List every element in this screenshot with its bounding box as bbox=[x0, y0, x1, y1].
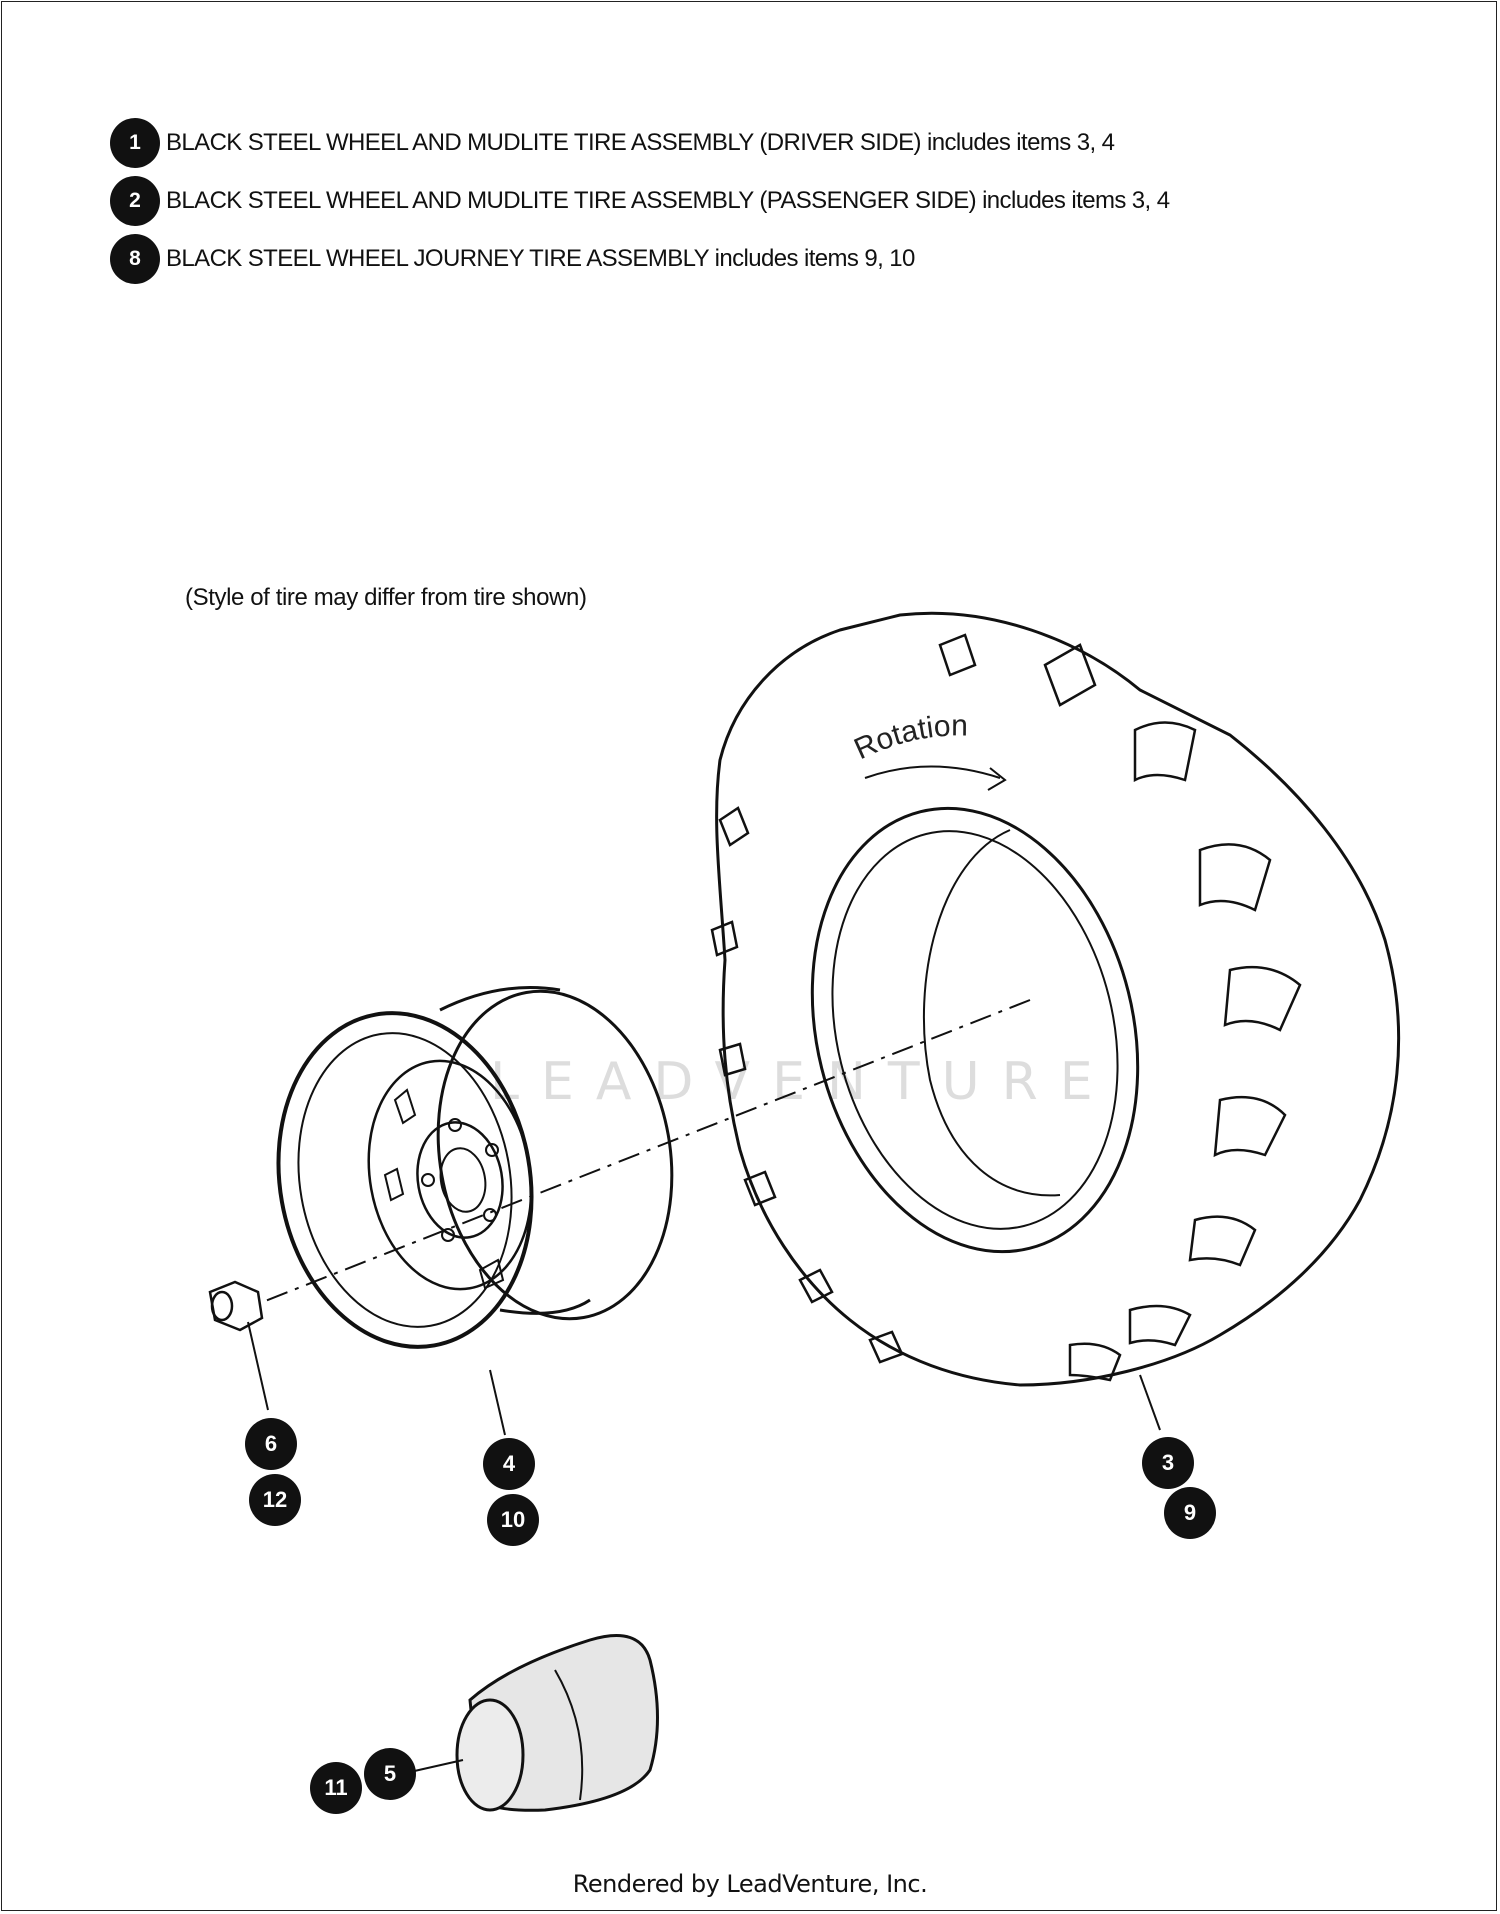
lug-hole bbox=[483, 1208, 497, 1222]
rotation-label: Rotation bbox=[849, 709, 968, 766]
rotation-arrow bbox=[864, 765, 1001, 779]
tire-outer-profile bbox=[715, 611, 1401, 1387]
tread-lug bbox=[1213, 1095, 1287, 1158]
callout-4: 4 bbox=[483, 1438, 535, 1490]
lug-nut-drawing bbox=[208, 1280, 264, 1332]
legend-number-badge: 8 bbox=[110, 234, 160, 284]
tire-bead-outer bbox=[810, 806, 1140, 1254]
legend-item: 2 BLACK STEEL WHEEL AND MUDLITE TIRE ASS… bbox=[110, 172, 1170, 230]
tread-lug bbox=[718, 806, 750, 847]
tread-lug bbox=[1223, 965, 1302, 1032]
callout-5: 5 bbox=[364, 1748, 416, 1800]
tread-lug bbox=[1068, 1342, 1122, 1382]
lug-hole bbox=[441, 1228, 455, 1242]
tread-lug bbox=[1188, 1215, 1257, 1267]
leader-lines bbox=[247, 1321, 1161, 1773]
callout-3: 3 bbox=[1142, 1437, 1194, 1489]
wheel-vent bbox=[393, 1088, 417, 1125]
tread-lug bbox=[798, 1268, 834, 1304]
wheel-vent bbox=[478, 1258, 505, 1290]
wheel-drawing bbox=[276, 986, 674, 1349]
tread-lug bbox=[1043, 643, 1097, 707]
wheel-barrel bbox=[439, 986, 591, 1315]
wheel-disc bbox=[367, 1059, 533, 1291]
wheel-back-rim bbox=[436, 989, 674, 1321]
lug-hole bbox=[421, 1173, 435, 1187]
tread-lug bbox=[938, 633, 977, 677]
lug-nut-body bbox=[208, 1280, 264, 1332]
center-cap-face bbox=[455, 1698, 525, 1812]
legend-number-badge: 1 bbox=[110, 118, 160, 168]
callout-10: 10 bbox=[487, 1494, 539, 1546]
tread-lug bbox=[710, 920, 739, 957]
tire-style-note: (Style of tire may differ from tire show… bbox=[185, 584, 587, 611]
wheel-vent bbox=[383, 1167, 405, 1202]
callout-11: 11 bbox=[310, 1762, 362, 1814]
legend-item: 1 BLACK STEEL WHEEL AND MUDLITE TIRE ASS… bbox=[110, 114, 1169, 172]
tire-inner-wall bbox=[922, 829, 1061, 1197]
tread-lug bbox=[1128, 1304, 1192, 1347]
tread-lug bbox=[718, 1042, 747, 1077]
tread-lug bbox=[1198, 843, 1272, 912]
footer-credit: Rendered by LeadVenture, Inc. bbox=[572, 1870, 928, 1898]
center-cap-seam bbox=[554, 1669, 584, 1801]
lug-hole bbox=[448, 1118, 462, 1132]
wheel-hub bbox=[416, 1121, 504, 1239]
lug-hole bbox=[485, 1143, 499, 1157]
legend-description: BLACK STEEL WHEEL AND MUDLITE TIRE ASSEM… bbox=[166, 187, 1170, 214]
tread-lug bbox=[1133, 721, 1197, 783]
lug-nut-face bbox=[210, 1290, 234, 1322]
legend-description: BLACK STEEL WHEEL JOURNEY TIRE ASSEMBLY … bbox=[166, 245, 915, 272]
parts-legend: 1 BLACK STEEL WHEEL AND MUDLITE TIRE ASS… bbox=[110, 114, 1170, 288]
tire-bead-inner bbox=[831, 830, 1119, 1230]
callout-9: 9 bbox=[1164, 1487, 1216, 1539]
assembly-axis-line bbox=[254, 999, 1031, 1306]
tire-drawing bbox=[710, 611, 1401, 1387]
tread-lug bbox=[868, 1330, 904, 1364]
callout-6: 6 bbox=[245, 1418, 297, 1470]
wheel-front-rim-inner bbox=[297, 1032, 513, 1328]
center-cap-drawing bbox=[455, 1634, 659, 1812]
rotation-arrow-head bbox=[987, 767, 1007, 791]
legend-number-badge: 2 bbox=[110, 176, 160, 226]
legend-description: BLACK STEEL WHEEL AND MUDLITE TIRE ASSEM… bbox=[166, 129, 1115, 156]
tread-lug bbox=[743, 1170, 777, 1207]
callout-12: 12 bbox=[249, 1474, 301, 1526]
legend-item: 8 BLACK STEEL WHEEL JOURNEY TIRE ASSEMBL… bbox=[110, 230, 1169, 288]
wheel-center-bore bbox=[439, 1147, 487, 1213]
watermark: LEADVENTURE bbox=[490, 1052, 1115, 1112]
